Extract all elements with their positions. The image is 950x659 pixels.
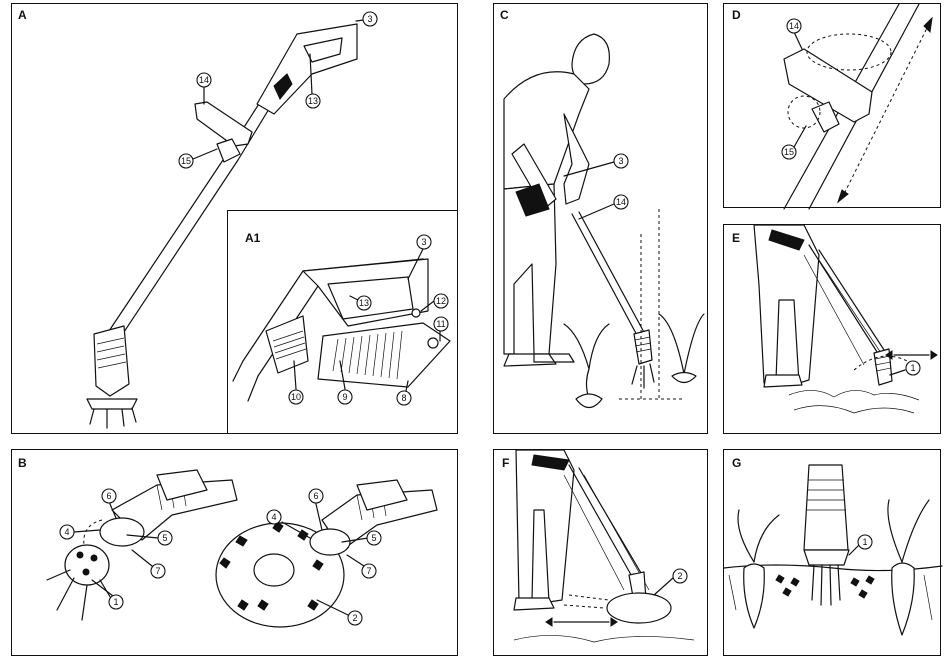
panel-f: F 2: [493, 449, 708, 656]
svg-text:15: 15: [181, 156, 191, 166]
svg-text:10: 10: [291, 392, 301, 402]
svg-text:2: 2: [352, 613, 357, 623]
svg-text:13: 13: [308, 96, 318, 106]
panel-b: B 6 4 5 7 1 6 4 5 7 2: [11, 449, 458, 656]
svg-text:3: 3: [421, 237, 426, 247]
callout-c-3: 3: [564, 154, 628, 176]
svg-text:4: 4: [271, 512, 276, 522]
callout-b-4: 4: [60, 525, 100, 539]
panel-a1: A1 3 13 12 11 10 9 8: [227, 210, 458, 434]
callout-g-1: 1: [849, 535, 872, 555]
panel-a1-callouts: 3 13 12 11 10 9 8: [228, 211, 459, 435]
callout-a-14: 14: [197, 73, 211, 104]
svg-text:6: 6: [106, 491, 111, 501]
svg-text:15: 15: [784, 147, 794, 157]
panel-f-callouts: 2: [494, 450, 709, 657]
callout-b-4-disc: 4: [267, 510, 310, 538]
svg-text:1: 1: [910, 363, 915, 373]
svg-text:14: 14: [199, 75, 209, 85]
svg-text:2: 2: [677, 571, 682, 581]
svg-text:12: 12: [436, 296, 446, 306]
svg-text:5: 5: [371, 533, 376, 543]
callout-a-13: 13: [306, 54, 320, 108]
svg-text:1: 1: [862, 537, 867, 547]
callout-a1-8: 8: [397, 381, 411, 405]
callout-a-15: 15: [179, 149, 217, 168]
callout-b-7-disc: 7: [347, 555, 376, 578]
svg-text:9: 9: [342, 392, 347, 402]
panel-c: C 3 14: [493, 3, 708, 434]
callout-e-1: 1: [890, 361, 920, 375]
callout-a1-3: 3: [408, 235, 431, 279]
svg-text:11: 11: [436, 319, 445, 329]
callout-b-6-disc: 6: [309, 489, 323, 530]
svg-text:5: 5: [162, 533, 167, 543]
panel-g: G 1: [723, 449, 941, 656]
svg-text:4: 4: [64, 527, 69, 537]
svg-text:8: 8: [401, 393, 406, 403]
panel-d: D 14 15: [723, 3, 941, 208]
callout-d-14: 14: [787, 19, 802, 49]
callout-d-15: 15: [782, 126, 806, 159]
panel-g-callouts: 1: [724, 450, 942, 657]
panel-c-callouts: 3 14: [494, 4, 709, 435]
panel-d-callouts: 14 15: [724, 4, 942, 209]
callout-a1-11: 11: [434, 317, 448, 341]
svg-text:13: 13: [359, 298, 369, 308]
svg-text:1: 1: [113, 597, 118, 607]
callout-c-14: 14: [579, 195, 628, 219]
panel-e: E 1: [723, 224, 941, 434]
callout-b-1: 1: [92, 580, 123, 609]
svg-text:3: 3: [367, 14, 372, 24]
callout-a1-10: 10: [289, 361, 303, 404]
callout-b-6: 6: [102, 489, 116, 518]
callout-f-2: 2: [654, 569, 687, 595]
callout-b-5-disc: 5: [342, 531, 381, 545]
callout-b-5: 5: [127, 531, 172, 545]
svg-text:3: 3: [618, 156, 623, 166]
callout-b-7: 7: [132, 550, 165, 578]
panel-b-callouts: 6 4 5 7 1 6 4 5 7 2: [12, 450, 459, 657]
callout-a1-9: 9: [338, 361, 352, 404]
panel-e-callouts: 1: [724, 225, 942, 435]
callout-a1-13: 13: [350, 296, 371, 310]
callout-a-3: 3: [356, 12, 377, 26]
svg-text:14: 14: [616, 197, 626, 207]
svg-text:7: 7: [155, 566, 160, 576]
callout-b-2: 2: [317, 600, 362, 625]
svg-text:7: 7: [366, 566, 371, 576]
callout-a1-12: 12: [421, 294, 448, 311]
svg-text:14: 14: [789, 21, 799, 31]
svg-text:6: 6: [313, 491, 318, 501]
